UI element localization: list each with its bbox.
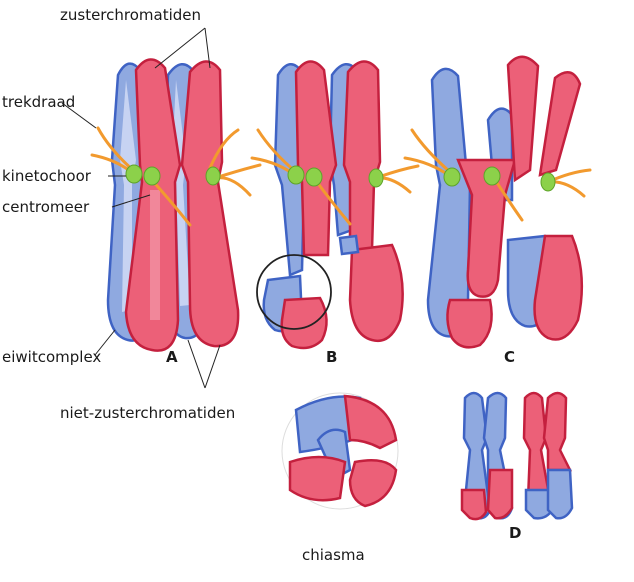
panel-label-d: D <box>509 524 521 542</box>
panel-c-chromosome-pair <box>403 55 592 349</box>
label-chiasma: chiasma <box>302 546 365 564</box>
label-eiwitcomplex: eiwitcomplex <box>2 348 101 366</box>
label-centromeer: centromeer <box>2 198 90 216</box>
chiasma-highlight-circle <box>256 254 332 330</box>
leader-lines <box>61 27 221 389</box>
label-kinetochoor: kinetochoor <box>2 167 92 185</box>
panel-d-recombined-chromosomes <box>460 391 574 521</box>
panel-label-a: A <box>166 348 178 366</box>
label-zusterchromatiden: zusterchromatiden <box>60 6 201 24</box>
panel-b-chromosome-pair <box>250 60 420 350</box>
panel-label-b: B <box>326 348 337 366</box>
panel-label-c: C <box>504 348 515 366</box>
label-trekdraad: trekdraad <box>2 93 75 111</box>
label-niet-zusterchromatiden: niet-zusterchromatiden <box>60 404 235 422</box>
panel-a-chromosome-pair <box>90 58 262 352</box>
chiasma-detail <box>281 392 399 510</box>
